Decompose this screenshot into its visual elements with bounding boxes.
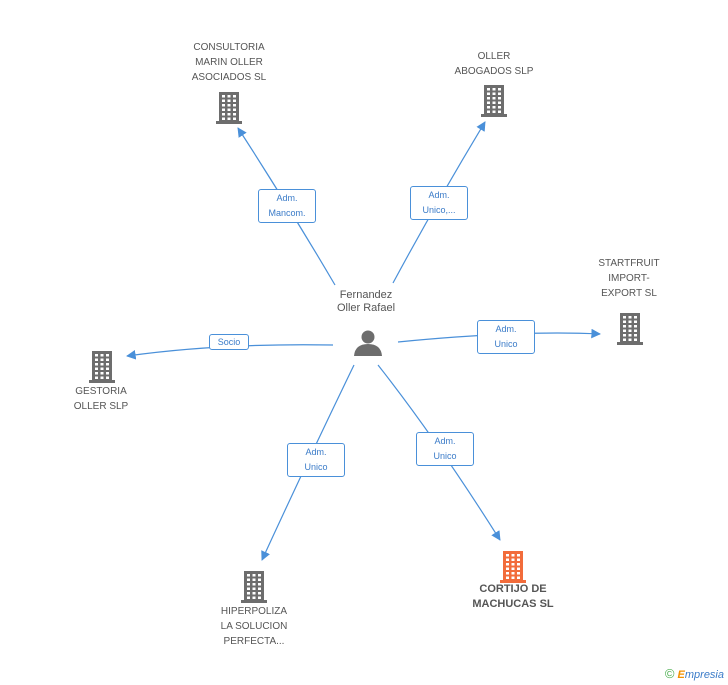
role-badge-line: Unico: [433, 451, 457, 461]
building-icon-hiperpoliza[interactable]: [241, 571, 267, 603]
company-label-line: ABOGADOS SLP: [454, 66, 534, 77]
role-badge-startfruit[interactable]: Adm. Unico: [477, 320, 535, 354]
company-label-line: OLLER SLP: [73, 401, 129, 412]
copyright-icon: ©: [664, 666, 675, 681]
center-person-label[interactable]: Fernandez Oller Rafael: [306, 289, 426, 315]
role-badge-cortijo[interactable]: Adm. Unico: [416, 432, 474, 466]
role-badge-line: Adm.: [428, 190, 450, 200]
role-badge-line: Socio: [217, 337, 241, 347]
company-label-consultoria[interactable]: CONSULTORIA MARIN OLLER ASOCIADOS SL: [149, 40, 309, 85]
company-label-line: MARIN OLLER: [195, 57, 263, 68]
company-label-gestoria[interactable]: GESTORIA OLLER SLP: [21, 384, 181, 414]
role-badge-consultoria[interactable]: Adm. Mancom.: [258, 189, 316, 223]
brand-initial: E: [677, 669, 685, 681]
role-badge-oller-abogados[interactable]: Adm. Unico,...: [410, 186, 468, 220]
building-icon-oller-abogados[interactable]: [481, 85, 507, 117]
role-badge-gestoria[interactable]: Socio: [209, 334, 249, 350]
company-label-line: ASOCIADOS SL: [191, 72, 267, 83]
company-label-startfruit[interactable]: STARTFRUIT IMPORT- EXPORT SL: [549, 256, 709, 301]
company-label-line: EXPORT SL: [601, 288, 657, 299]
company-label-line: PERFECTA...: [223, 636, 285, 647]
role-badge-line: Adm.: [276, 193, 298, 203]
role-badge-line: Unico,...: [422, 205, 456, 215]
role-badge-line: Unico: [304, 462, 328, 472]
company-label-oller-abogados[interactable]: OLLER ABOGADOS SLP: [414, 49, 574, 79]
company-label-line: HIPERPOLIZA: [220, 606, 288, 617]
building-icon-cortijo[interactable]: [500, 551, 526, 583]
center-name-line-1: Fernandez: [339, 289, 393, 301]
brand-name: mpresia: [684, 669, 724, 681]
building-icon-consultoria[interactable]: [216, 92, 242, 124]
role-badge-line: Adm.: [495, 324, 517, 334]
role-badge-line: Unico: [494, 339, 518, 349]
center-name-line-2: Oller Rafael: [336, 302, 396, 314]
company-label-line: CORTIJO DE: [479, 583, 547, 595]
person-icon[interactable]: [354, 330, 382, 357]
company-label-line: IMPORT-: [608, 273, 650, 284]
footer-brand[interactable]: © Empresia: [665, 666, 724, 681]
company-label-line: OLLER: [477, 51, 511, 62]
company-label-line: LA SOLUCION: [220, 621, 288, 632]
company-label-line: CONSULTORIA: [193, 42, 265, 53]
building-icon-gestoria[interactable]: [89, 351, 115, 383]
role-badge-line: Adm.: [434, 436, 456, 446]
company-label-line: MACHUCAS SL: [472, 598, 554, 610]
role-badge-hiperpoliza[interactable]: Adm. Unico: [287, 443, 345, 477]
company-label-line: STARTFRUIT: [598, 258, 660, 269]
company-label-line: GESTORIA: [75, 386, 127, 397]
role-badge-line: Adm.: [305, 447, 327, 457]
role-badge-line: Mancom.: [268, 208, 306, 218]
building-icon-startfruit[interactable]: [617, 313, 643, 345]
company-label-cortijo[interactable]: CORTIJO DE MACHUCAS SL: [433, 582, 593, 612]
company-label-hiperpoliza[interactable]: HIPERPOLIZA LA SOLUCION PERFECTA...: [174, 604, 334, 649]
